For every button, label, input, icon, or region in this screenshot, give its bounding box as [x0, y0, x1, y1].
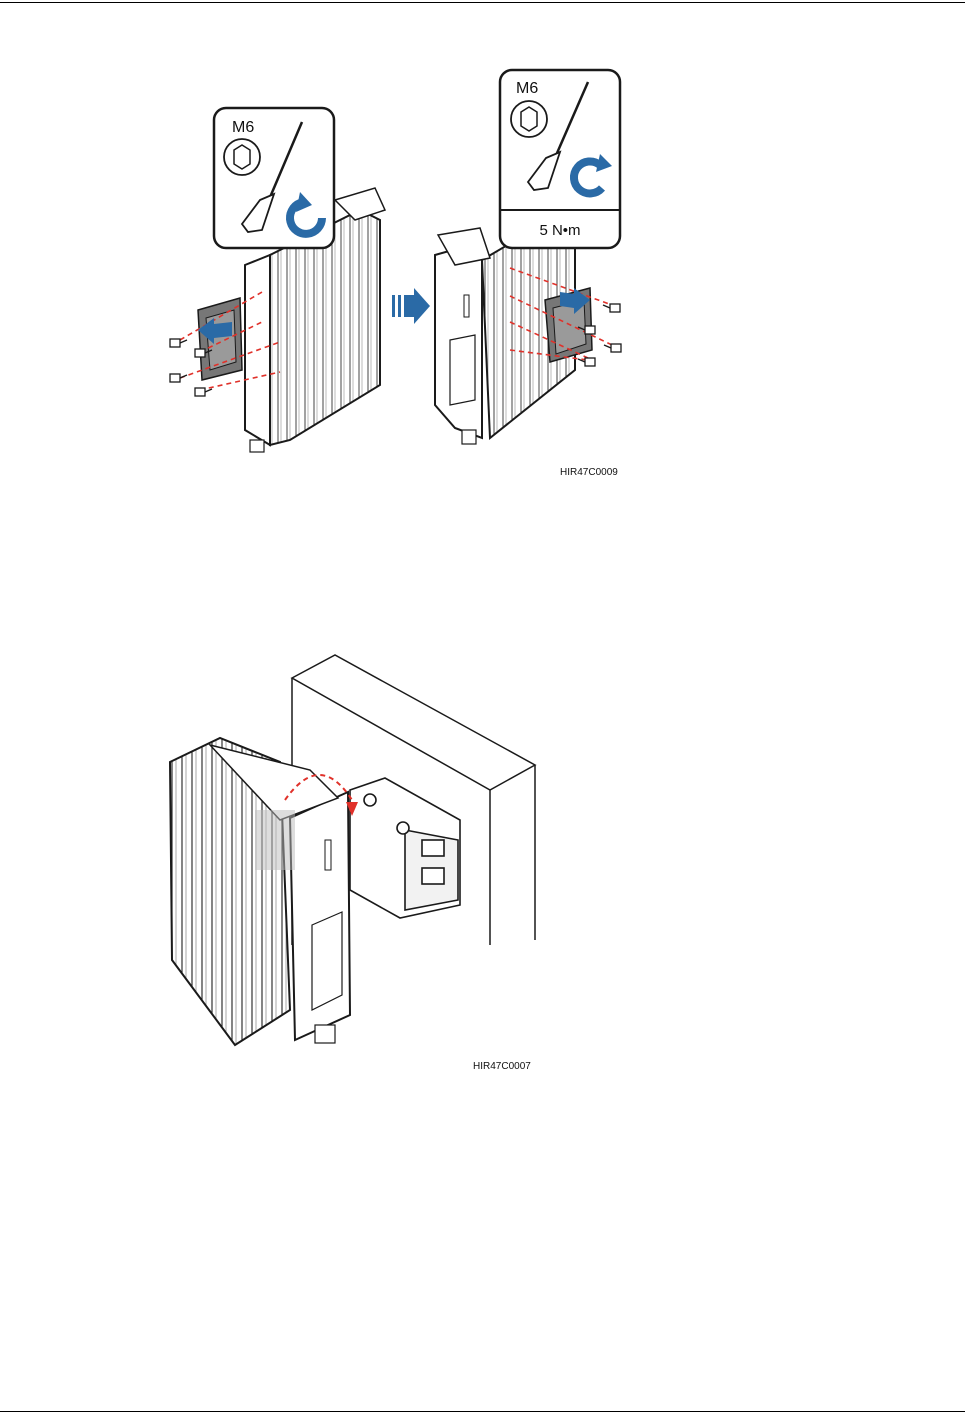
figure-1-install-bracket: M6 [150, 60, 650, 460]
transition-arrow-icon [392, 288, 430, 324]
footer-rule [0, 1411, 965, 1412]
header-rule [0, 2, 965, 3]
left-bracket [198, 298, 242, 380]
wall-bracket [350, 778, 460, 918]
callout-right: M6 5 N•m [500, 70, 620, 248]
callout-right-bolt-size: M6 [516, 80, 538, 97]
figure-1-code: HIR47C0009 [560, 467, 618, 478]
callout-left: M6 [214, 108, 334, 248]
callout-left-bolt-size: M6 [232, 119, 254, 136]
figure-2-code: HIR47C0007 [473, 1061, 531, 1072]
unit-body [170, 738, 350, 1045]
figure-2-hang-unit [160, 650, 560, 1060]
hex-nut-icon [511, 101, 547, 137]
torque-label: 5 N•m [539, 222, 580, 239]
hex-nut-icon [224, 139, 260, 175]
